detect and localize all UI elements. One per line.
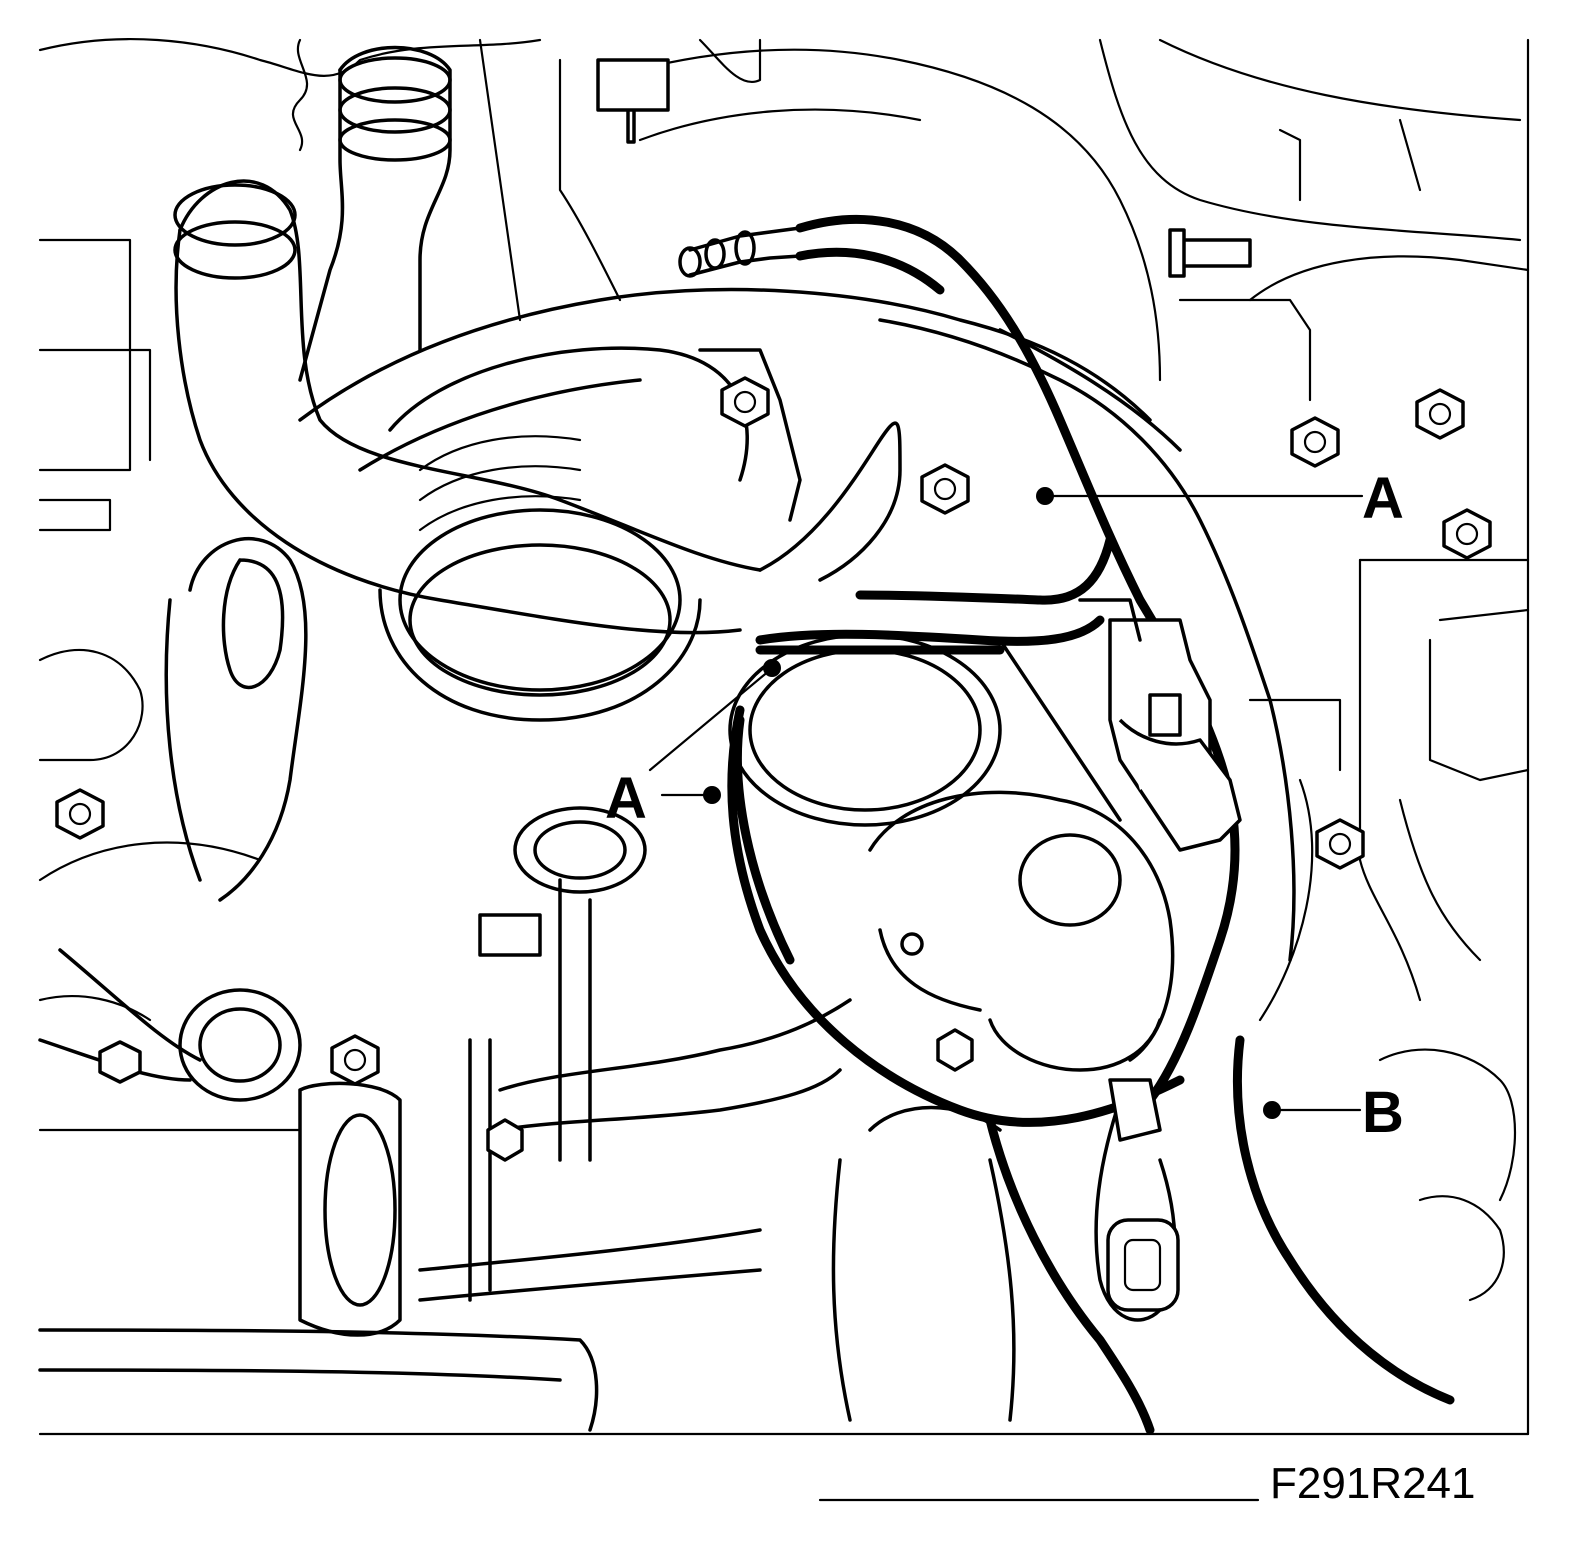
leader-lines	[648, 487, 1364, 1119]
sensor-connector	[1078, 598, 1242, 852]
upper-hose-left	[291, 38, 452, 382]
lower-sensor-plug	[1094, 1078, 1180, 1322]
callout-label-a-lower: A	[605, 766, 647, 831]
bolt-top-right	[1168, 228, 1252, 278]
vacuum-line-top	[678, 226, 802, 278]
bolt-right-3	[1442, 508, 1492, 560]
callout-label-a-upper: A	[1362, 466, 1404, 531]
background-structure	[38, 38, 1530, 1302]
bolts	[55, 58, 1492, 1162]
callout-dot-a-upper	[1036, 487, 1054, 505]
bolt-left	[55, 788, 105, 840]
bolt-right-1	[1290, 416, 1340, 468]
bolt-lower-left	[330, 1034, 380, 1086]
bolt-lower-left-2	[486, 1118, 524, 1162]
bolt-upper-center	[720, 376, 770, 428]
figure-code: F291R241	[1270, 1459, 1476, 1508]
callout-dot-a-lower-1	[703, 786, 721, 804]
bolt-a-upper	[920, 463, 970, 515]
left-bracket	[38, 537, 852, 1432]
frame-lines	[38, 38, 1530, 1502]
bolt-top	[596, 58, 670, 144]
bolt-right-2	[1415, 388, 1465, 440]
turbo-housing	[378, 346, 802, 722]
callout-dot-b	[1263, 1101, 1281, 1119]
bolt-lower-left-3	[98, 1040, 142, 1084]
wiring-harness	[727, 214, 1455, 1435]
leader-line-a-lower-2	[648, 668, 772, 772]
bolt-lower-center	[936, 1028, 974, 1072]
bolt-right-4	[1315, 818, 1365, 870]
callout-label-b: B	[1362, 1080, 1404, 1145]
callout-dot-a-lower-2	[763, 659, 781, 677]
